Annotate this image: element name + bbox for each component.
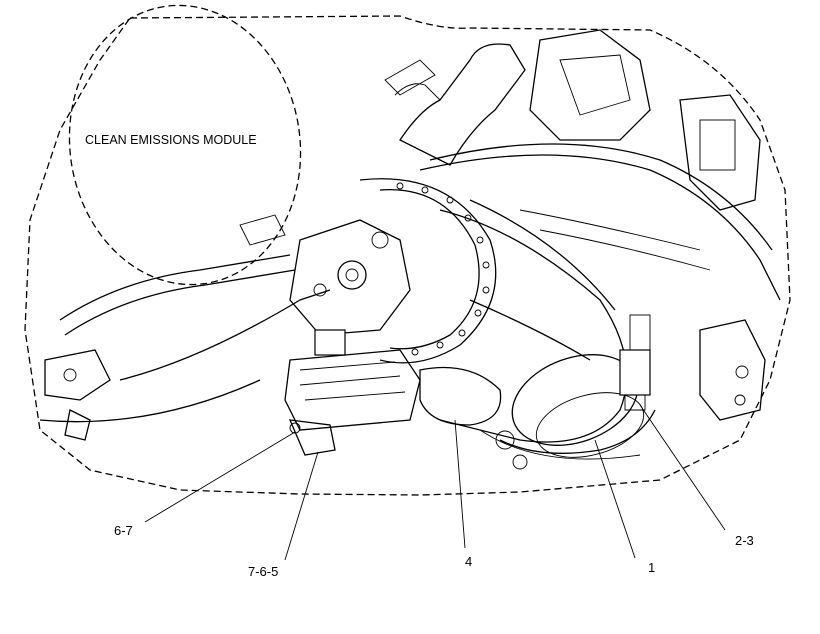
callout-4: 4 xyxy=(465,554,472,569)
mount-bracket xyxy=(419,366,502,426)
compartment-outline xyxy=(24,15,791,496)
flange-ring xyxy=(359,178,497,364)
leader-1 xyxy=(594,439,636,559)
leader-7-6-5 xyxy=(284,451,319,561)
callout-6-7: 6-7 xyxy=(114,523,133,538)
leader-6-7 xyxy=(144,431,296,523)
lower-module-box xyxy=(284,329,421,431)
clamp-parts xyxy=(288,419,528,470)
inlet-pipe xyxy=(384,43,526,166)
dpf-canister xyxy=(439,199,656,460)
module-title: CLEAN EMISSIONS MODULE xyxy=(85,133,257,147)
clean-emissions-module-outline xyxy=(68,4,302,286)
leader-2-3 xyxy=(639,404,726,531)
callout-2-3: 2-3 xyxy=(735,533,754,548)
valve-bracket xyxy=(289,219,411,336)
engine-upper-components xyxy=(529,29,766,421)
left-side-fittings xyxy=(44,214,286,441)
callout-1: 1 xyxy=(648,560,655,575)
callout-7-6-5: 7-6-5 xyxy=(248,564,278,579)
sensor-assembly xyxy=(619,314,651,411)
leader-4 xyxy=(454,419,466,549)
fuel-lines xyxy=(39,143,781,423)
